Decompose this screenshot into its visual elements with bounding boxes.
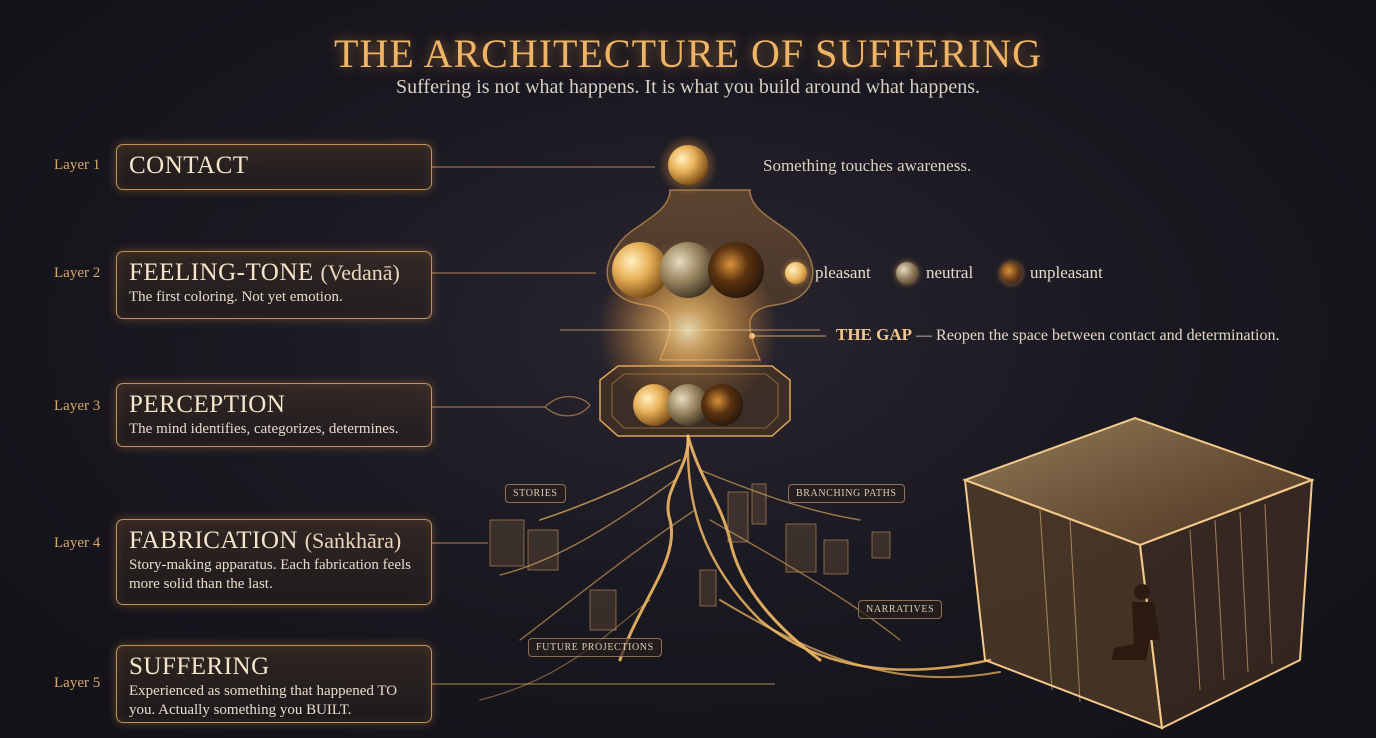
page-subtitle: Suffering is not what happens. It is wha… bbox=[396, 76, 980, 98]
tag-branching-paths: BRANCHING PATHS bbox=[788, 484, 905, 503]
card-perception: PERCEPTION The mind identifies, categori… bbox=[116, 383, 432, 447]
unpleasant-orb-icon bbox=[1000, 262, 1022, 284]
card-contact: CONTACT bbox=[116, 144, 432, 190]
page-title: THE ARCHITECTURE OF SUFFERING bbox=[334, 31, 1042, 76]
tag-future-projections: FUTURE PROJECTIONS bbox=[528, 638, 662, 657]
card-feeling-tone-title: FEELING-TONE (Vedanā) bbox=[129, 258, 419, 288]
card-fabrication-title-sub: (Saṅkhāra) bbox=[304, 528, 402, 553]
card-suffering: SUFFERING Experienced as something that … bbox=[116, 645, 432, 723]
layer-3-label: Layer 3 bbox=[54, 398, 101, 414]
layer-5-label: Layer 5 bbox=[54, 675, 101, 691]
layer-4-label: Layer 4 bbox=[54, 535, 101, 551]
legend-neutral: neutral bbox=[896, 262, 973, 284]
card-feeling-tone-title-sub: (Vedanā) bbox=[320, 260, 400, 285]
card-perception-title: PERCEPTION bbox=[129, 391, 286, 418]
gap-annotation: THE GAP — Reopen the space between conta… bbox=[836, 325, 1279, 345]
card-perception-desc: The mind identifies, categorizes, determ… bbox=[129, 421, 399, 437]
card-fabrication: FABRICATION (Saṅkhāra) Story-making appa… bbox=[116, 519, 432, 605]
card-feeling-tone-title-main: FEELING-TONE bbox=[129, 259, 314, 286]
legend-pleasant: pleasant bbox=[785, 262, 871, 284]
legend-unpleasant: unpleasant bbox=[1000, 262, 1103, 284]
legend-neutral-label: neutral bbox=[926, 263, 974, 282]
neutral-orb-icon bbox=[896, 262, 918, 284]
card-suffering-desc: Experienced as something that happened T… bbox=[129, 683, 398, 718]
contact-note: Something touches awareness. bbox=[763, 156, 972, 175]
gap-description: — Reopen the space between contact and d… bbox=[916, 327, 1280, 344]
pleasant-orb-icon bbox=[785, 262, 807, 284]
card-fabrication-title-main: FABRICATION bbox=[129, 527, 298, 554]
card-feeling-tone-desc: The first coloring. Not yet emotion. bbox=[129, 289, 343, 305]
card-suffering-title: SUFFERING bbox=[129, 653, 270, 680]
legend-pleasant-label: pleasant bbox=[815, 263, 871, 282]
tag-stories: STORIES bbox=[505, 484, 566, 503]
layer-1-label: Layer 1 bbox=[54, 157, 101, 173]
card-contact-title: CONTACT bbox=[129, 152, 249, 179]
gap-label: THE GAP bbox=[836, 325, 913, 344]
card-feeling-tone: FEELING-TONE (Vedanā) The first coloring… bbox=[116, 251, 432, 319]
card-fabrication-title: FABRICATION (Saṅkhāra) bbox=[129, 526, 419, 556]
layer-2-label: Layer 2 bbox=[54, 265, 101, 281]
tag-narratives: NARRATIVES bbox=[858, 600, 943, 619]
legend-unpleasant-label: unpleasant bbox=[1030, 263, 1103, 282]
card-fabrication-desc: Story-making apparatus. Each fabrication… bbox=[129, 557, 411, 592]
